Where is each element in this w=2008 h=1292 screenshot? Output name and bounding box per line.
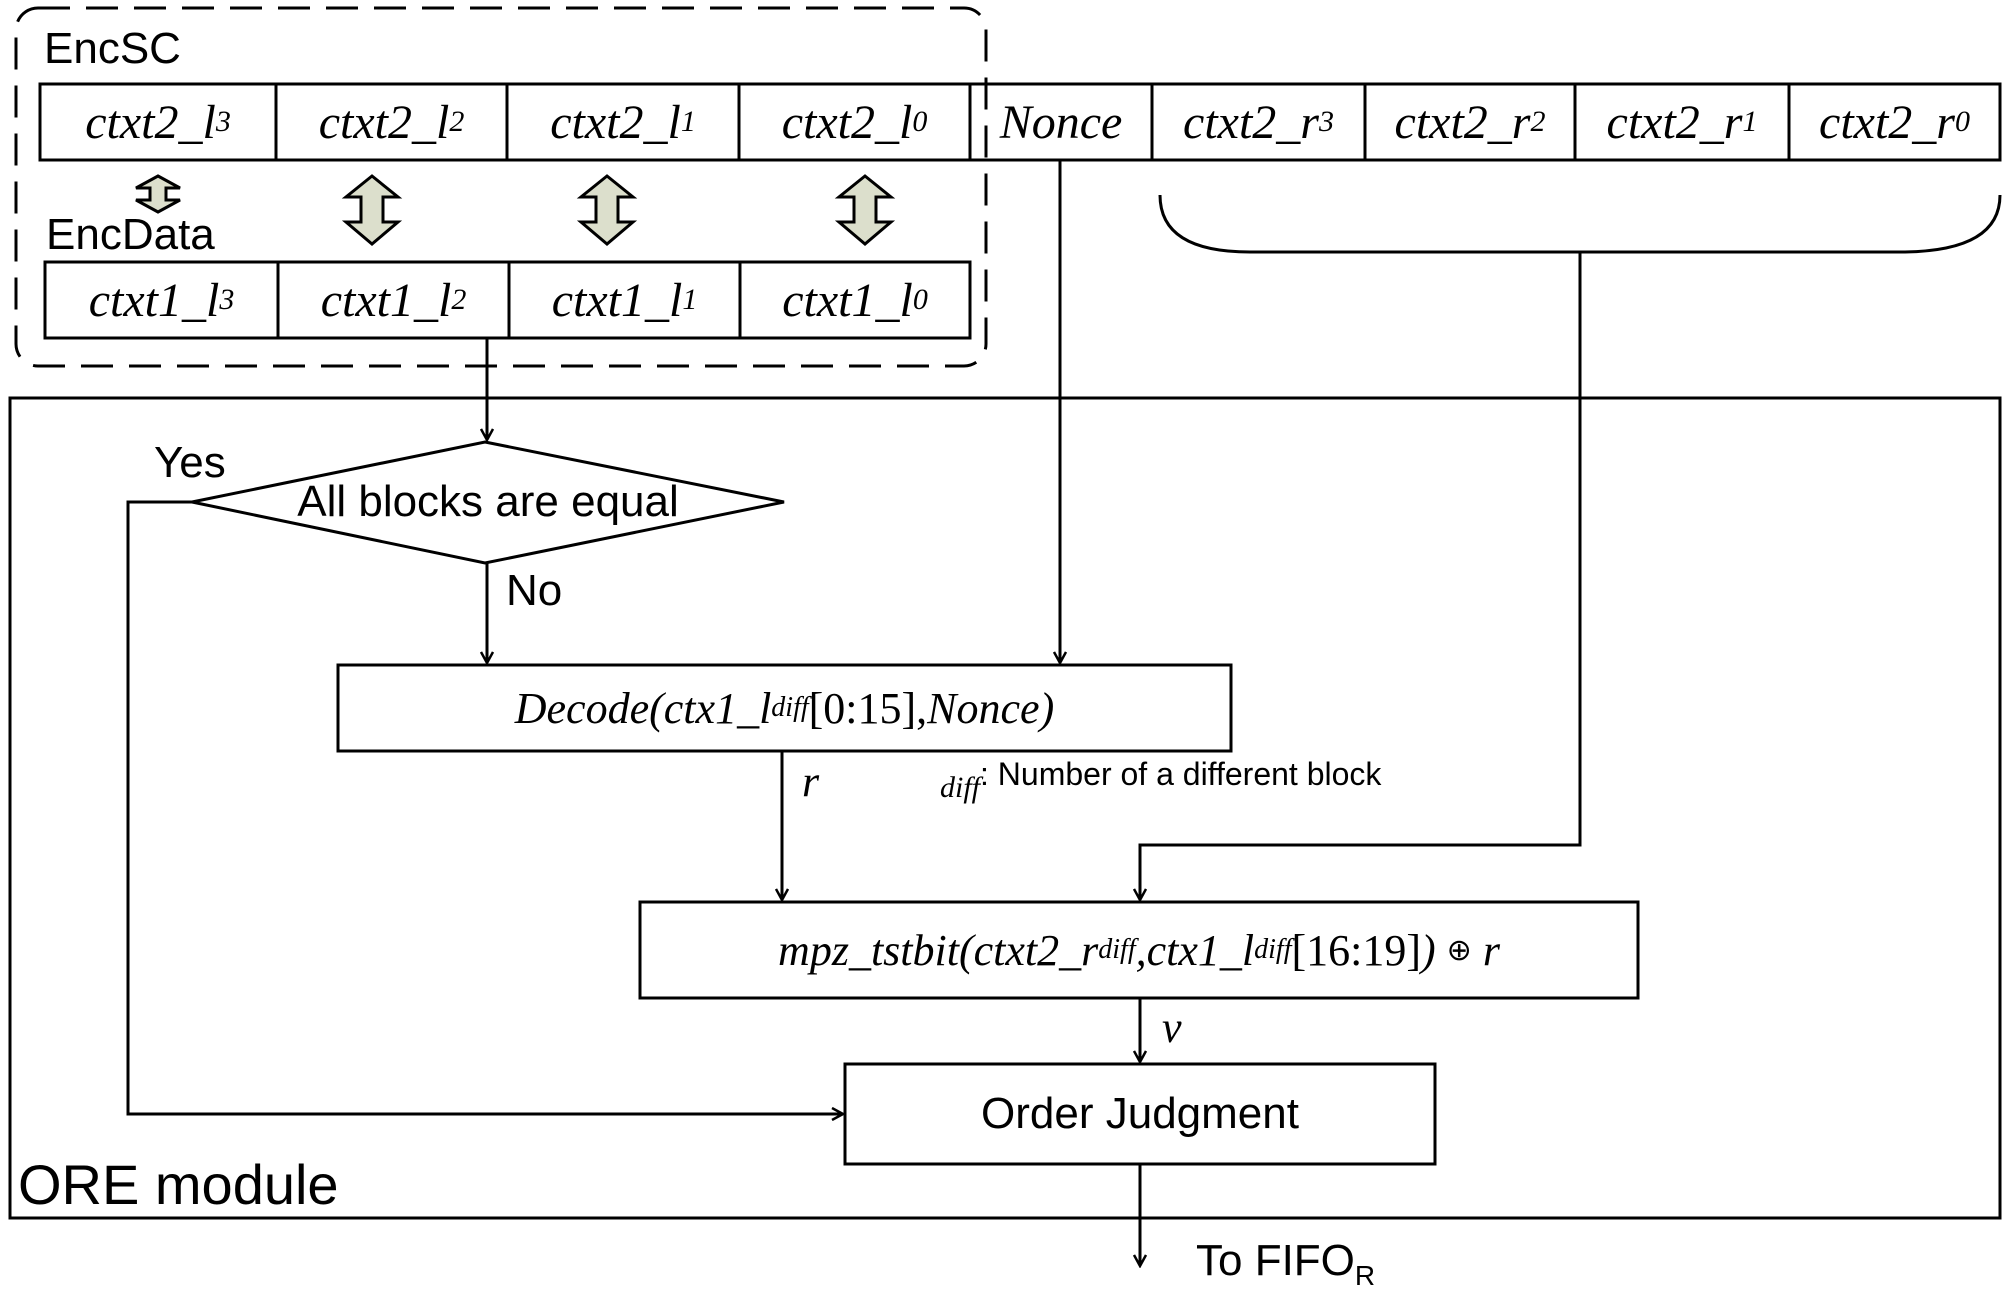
cell-sub: 2	[449, 105, 465, 138]
tstbit-r: r	[1482, 925, 1500, 975]
tstbit-box	[638, 900, 1640, 1000]
cell-base: ctxt2_r	[1183, 95, 1319, 149]
tstbit-fn: mpz_tstbit(	[778, 925, 974, 975]
encdata-label: EncData	[46, 210, 215, 259]
judgment-text: Order Judgment	[981, 1089, 1299, 1138]
diff-note-text: : Number of a different block	[980, 756, 1382, 792]
cell-base: ctxt2_l	[781, 95, 913, 149]
to-fifo-label: To FIFOR	[1196, 1236, 1375, 1292]
ore-module-frame	[8, 396, 2002, 1220]
double-arrow-icon	[576, 174, 638, 246]
connector-r-blocks-to-tstbit	[1140, 252, 1582, 900]
to-fifo-subscript: R	[1354, 1259, 1376, 1291]
cell-base: ctxt1_l	[88, 273, 220, 327]
double-arrow-icon	[834, 174, 896, 246]
encsc-dashed-group	[14, 6, 988, 368]
cell-sub: 3	[215, 105, 231, 138]
cell-sub: 2	[451, 283, 467, 316]
r-output-label: r	[802, 757, 820, 806]
cell-base: Nonce	[999, 95, 1123, 149]
cell-base: ctxt1_l	[782, 273, 913, 327]
cell-sub: 3	[219, 283, 235, 316]
decode-range: [0:15],	[808, 683, 928, 733]
v-output-label: v	[1162, 1003, 1182, 1052]
diff-note: diff: Number of a different block	[940, 756, 1382, 804]
cell-sub: 1	[682, 283, 698, 316]
tstbit-b-sub: diff	[1254, 934, 1292, 965]
cell-sub: 0	[912, 105, 928, 138]
decode-arg1: ctx	[663, 683, 716, 733]
yes-label: Yes	[154, 438, 226, 487]
cell-base: ctxt1_l	[320, 273, 452, 327]
cell-sub: 3	[1318, 105, 1334, 138]
decode-box	[336, 663, 1233, 753]
cell-base: ctxt2_r	[1606, 95, 1743, 149]
encdata-row-frame	[43, 260, 972, 340]
decode-arg1b: 1_l	[715, 683, 772, 733]
tstbit-sep: ,	[1135, 925, 1147, 975]
cell-sub: 2	[1530, 105, 1546, 138]
r-blocks-brace	[1158, 194, 2002, 254]
cell-sub: 0	[912, 283, 928, 316]
judgment-box	[843, 1062, 1437, 1166]
no-label: No	[506, 566, 563, 615]
cell-sub: 0	[1954, 105, 1970, 138]
double-arrow-icon	[341, 174, 403, 246]
connector-yes-to-judgment	[126, 500, 843, 1114]
cell-sub: 1	[1742, 105, 1758, 138]
cell-sub: 1	[680, 105, 696, 138]
tstbit-b2: 1_l	[1197, 925, 1255, 975]
decode-arg2: Nonce)	[927, 683, 1055, 733]
encsc-label: EncSC	[44, 24, 181, 73]
cell-base: ctxt1_l	[551, 273, 683, 327]
to-fifo-text: To FIFO	[1196, 1236, 1355, 1285]
cell-base: ctxt2_r	[1819, 95, 1955, 149]
tstbit-a: ctxt2_r	[973, 925, 1099, 975]
double-arrow-icon	[135, 174, 181, 214]
encsc-row-frame	[38, 82, 2002, 162]
tstbit-a-sub: diff	[1098, 934, 1136, 965]
decode-fn: Decode(	[514, 683, 664, 733]
tstbit-close: )	[1421, 925, 1436, 975]
cell-base: ctxt2_l	[550, 95, 681, 149]
cell-base: ctxt2_l	[85, 95, 216, 149]
xor-icon: ⊕	[1446, 933, 1472, 967]
cell-base: ctxt2_r	[1394, 95, 1531, 149]
ore-module-label: ORE module	[18, 1153, 339, 1216]
decision-diamond	[191, 440, 785, 565]
cell-base: ctxt2_l	[318, 95, 450, 149]
diff-note-subscript: diff	[940, 771, 981, 804]
nonce-cell: Nonce	[970, 84, 1152, 160]
decode-arg1-sub: diff	[771, 692, 809, 723]
tstbit-b: ctx	[1146, 925, 1198, 975]
tstbit-range: [16:19]	[1291, 925, 1422, 975]
decision-text: All blocks are equal	[297, 477, 679, 526]
